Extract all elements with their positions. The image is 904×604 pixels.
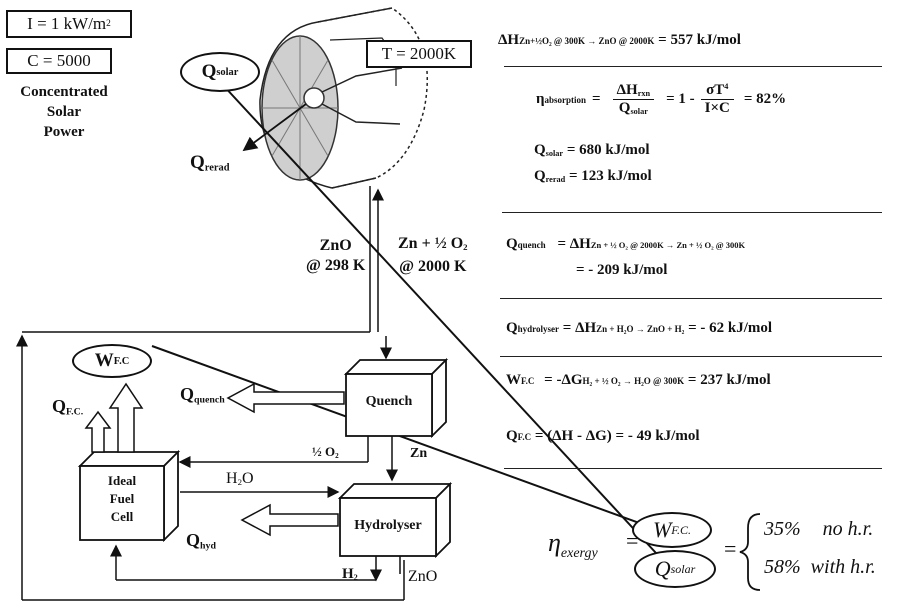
- exergy-case-no-hr: 35%no h.r.: [764, 518, 874, 540]
- quench-label: Quench: [365, 394, 413, 409]
- reactor-temperature-box: T = 2000K: [366, 40, 472, 68]
- q-rerad-label: Qrerad: [190, 152, 230, 174]
- q-fc-arrow: [84, 410, 112, 453]
- zn-label: Zn: [410, 446, 428, 461]
- exergy-brace: [739, 513, 761, 591]
- hydrolyser-box-shape: [337, 481, 453, 559]
- eq-enthalpy-reaction: ΔHZn+½O₂ @ 300K → ZnO @ 2000K = 557 kJ/m…: [498, 32, 741, 48]
- eq-q-solar-value: Qsolar = 680 kJ/mol: [534, 142, 650, 159]
- q-quench-label: Qquench: [180, 384, 225, 406]
- q-fc-label: QF.C.: [52, 396, 84, 418]
- q-hyd-arrow: [240, 503, 339, 537]
- solar-reactor: [259, 7, 428, 189]
- h2o-label: H2O: [226, 470, 254, 488]
- q-hyd-label: Qhyd: [186, 530, 216, 552]
- concentration-box: C = 5000: [6, 48, 112, 74]
- divider-4: [500, 356, 882, 357]
- rerad-arrow: [242, 103, 307, 152]
- hydrolyser-label: Hydrolyser: [354, 518, 422, 533]
- quench-box-shape: [343, 357, 449, 439]
- w-fc-link: [151, 345, 665, 533]
- csp-caption: Concentrated Solar Power: [20, 84, 108, 140]
- eq-q-rerad-value: Qrerad = 123 kJ/mol: [534, 168, 652, 185]
- eta-fraction-2: σT4 I×C: [700, 82, 734, 117]
- eq-q-quench: Qquench = ΔHZn + ½ O₂ @ 2000K → Zn + ½ O…: [506, 236, 746, 252]
- w-fc-arrow: [108, 382, 144, 453]
- h2-label: H2: [342, 566, 358, 583]
- exergy-equals-2: =: [724, 536, 737, 561]
- half-o2-label: ½ O2: [312, 444, 339, 460]
- fuel-cell-label: Ideal Fuel Cell: [107, 473, 137, 524]
- fuel-cell-box-shape: [77, 449, 181, 543]
- exergy-case-with-hr: 58%with h.r.: [764, 556, 876, 578]
- divider-3: [500, 298, 882, 299]
- eq-q-fc: QF.C = (ΔH - ΔG) = - 49 kJ/mol: [506, 428, 700, 444]
- zn-o2-flow-label: Zn + ½ O2 @ 2000 K: [398, 235, 468, 276]
- zno-flow-label: ZnO @ 298 K: [306, 237, 366, 274]
- zno-out-label: ZnO: [408, 568, 438, 585]
- eq-q-quench-value: = - 209 kJ/mol: [576, 262, 668, 278]
- eq-w-fc: WF.C = -ΔGH₂ + ½ O₂ → H₂O @ 300K = 237 k…: [506, 372, 771, 388]
- q-quench-arrow: [226, 382, 345, 414]
- eq-q-hydrolyser: Qhydrolyser = ΔHZn + H₂O → ZnO + H₂ = - …: [506, 320, 773, 336]
- eta-fraction-1: ΔHrxn Qsolar: [612, 82, 655, 117]
- divider-5: [504, 468, 882, 469]
- divider-1: [504, 66, 882, 67]
- q-solar-link: [221, 83, 669, 567]
- eta-exergy-label: ηexergy: [548, 528, 598, 561]
- divider-2: [502, 212, 882, 213]
